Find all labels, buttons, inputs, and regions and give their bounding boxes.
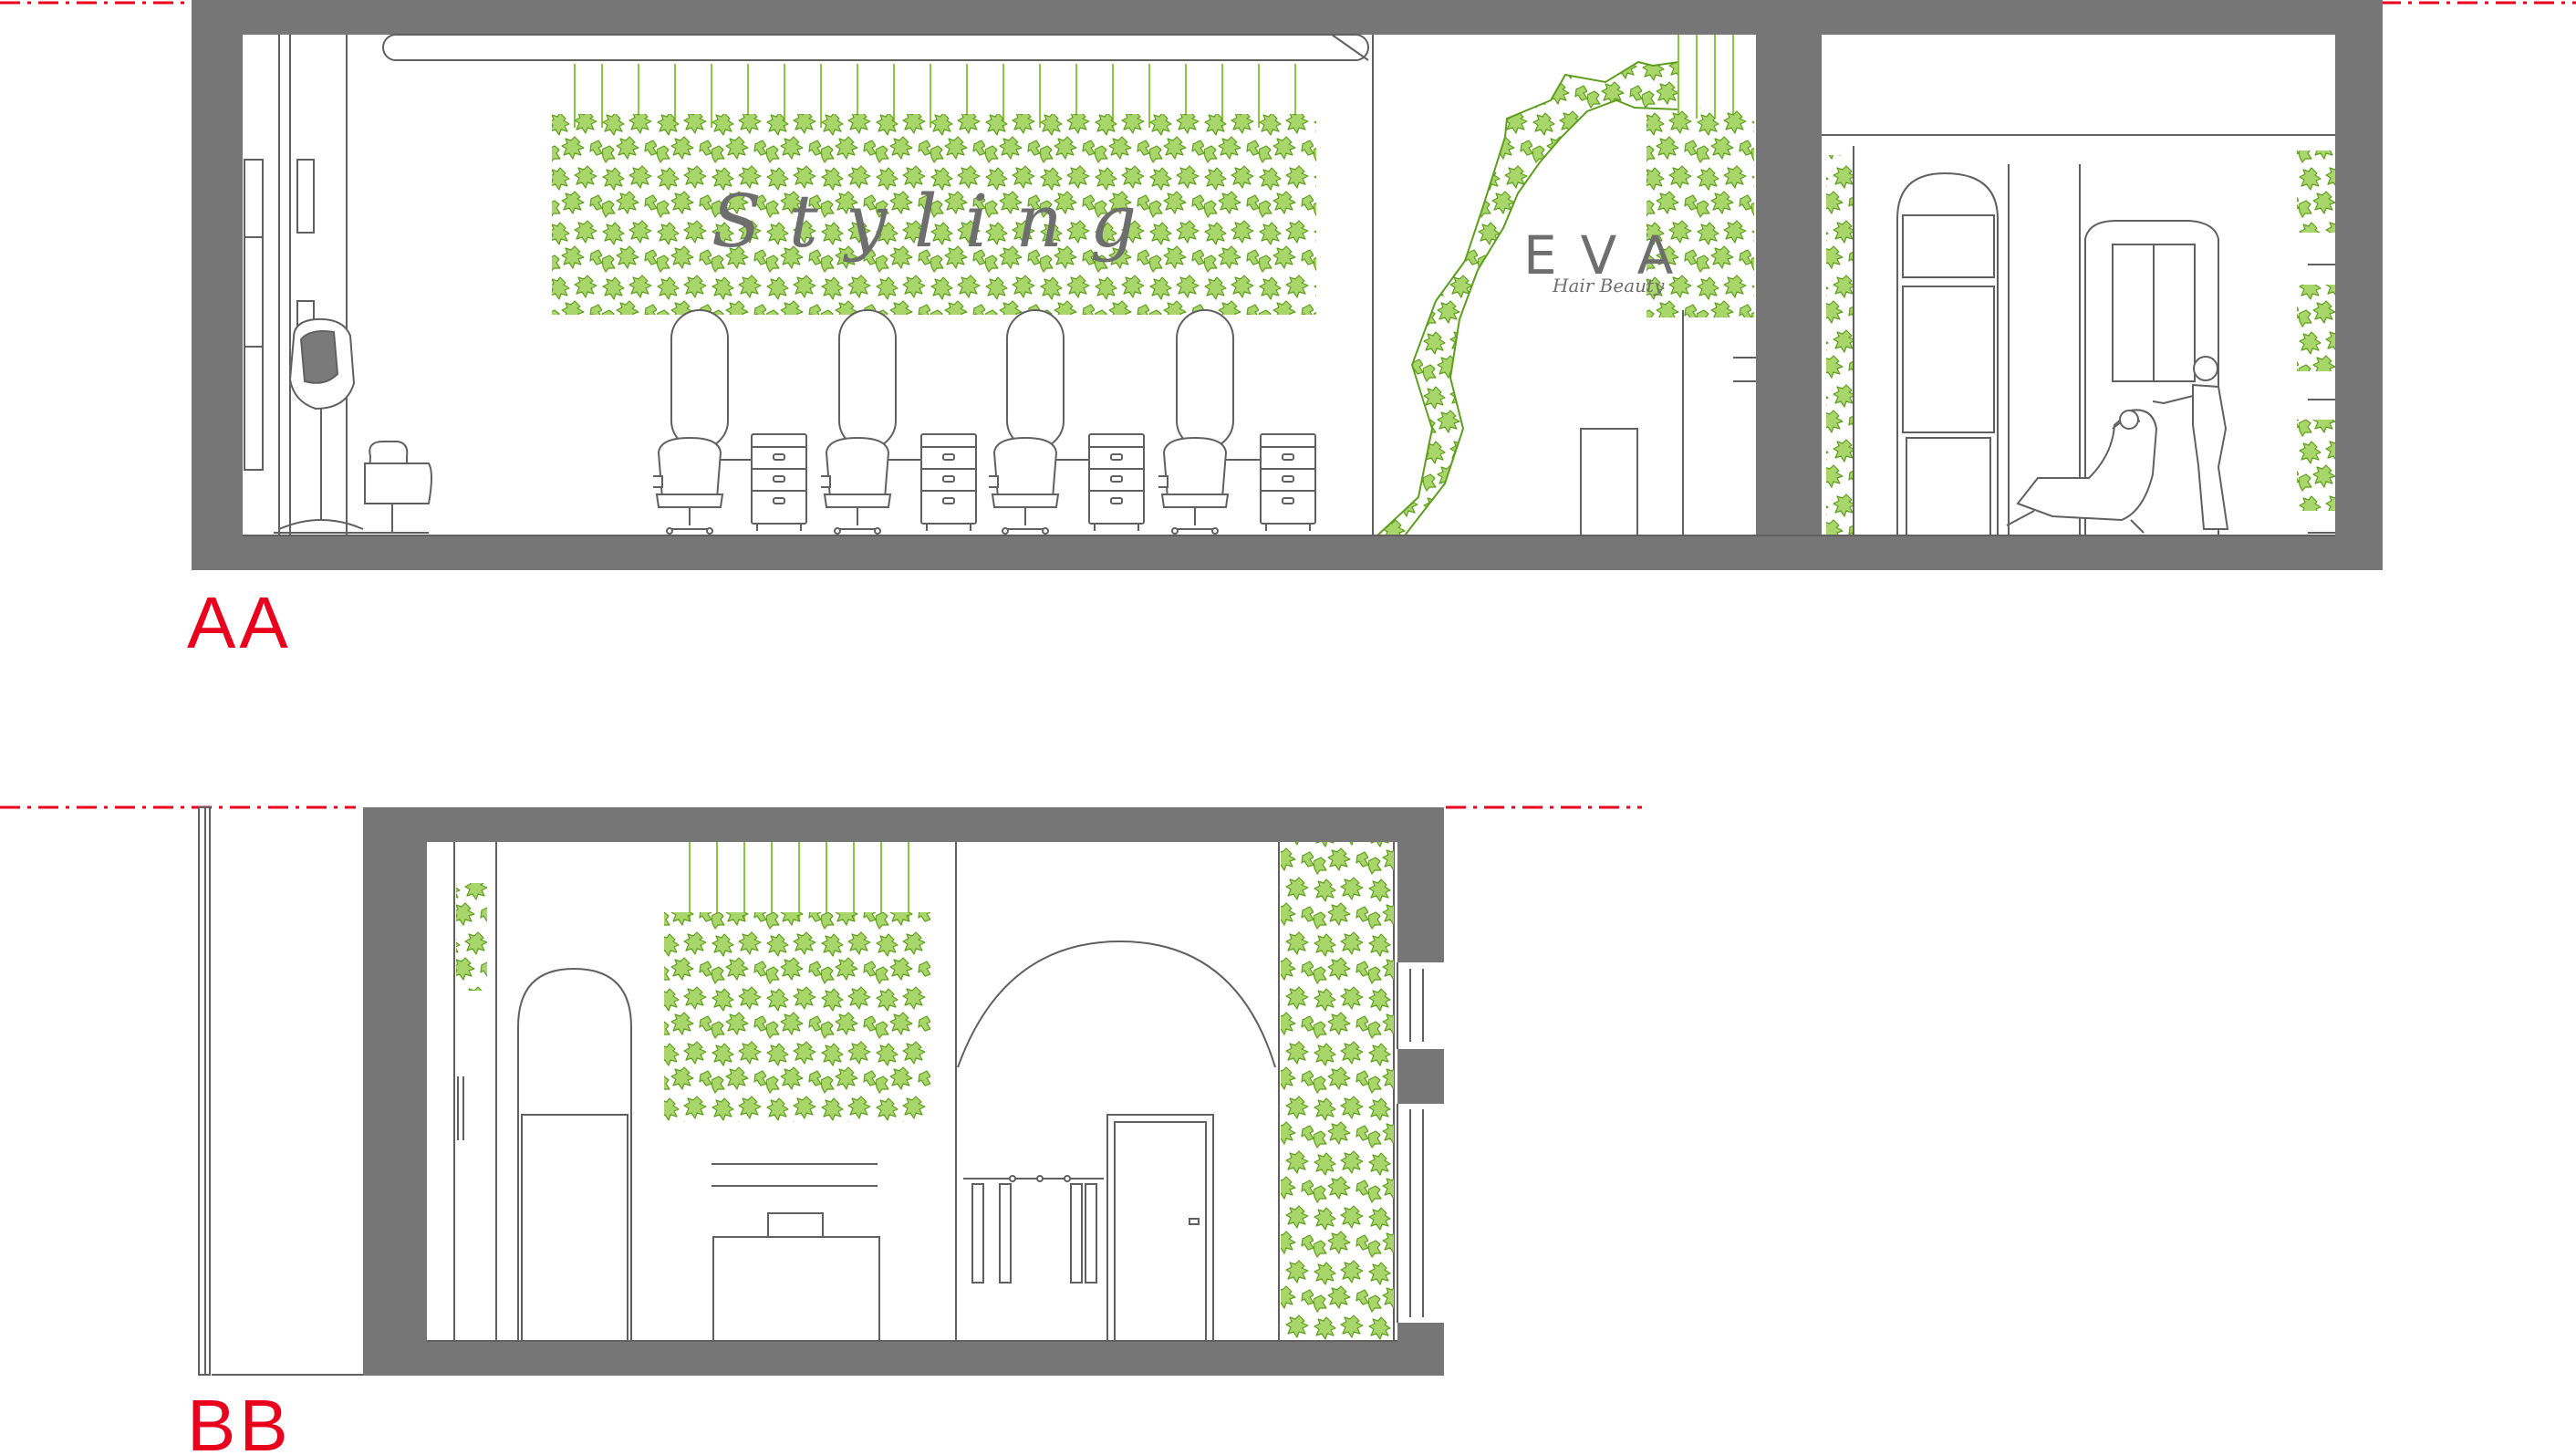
brand-subtitle: Hair Beauty — [1552, 275, 1665, 296]
hanging-plant-bb — [664, 842, 930, 1122]
hanging-plant-right — [1646, 35, 1754, 317]
hair-dryer-icon — [274, 317, 369, 534]
door-icon — [517, 967, 632, 1342]
hairwash-chair-icon — [2006, 409, 2158, 534]
salon-chair-icon — [364, 441, 432, 534]
bb-walls — [363, 807, 1444, 1376]
door-icon — [1580, 428, 1638, 536]
section-aa: Styling — [192, 0, 2383, 570]
mirror-icon — [670, 309, 1234, 450]
section-label-aa: AA — [187, 582, 292, 663]
aa-left-wall-details — [244, 35, 348, 535]
aa-right-room — [1826, 146, 2335, 536]
clothes-rack-icon — [963, 1175, 1104, 1284]
aa-ceiling-duct — [382, 34, 1369, 61]
hanging-plant-wall-icon — [552, 64, 1316, 315]
aa-walls — [192, 0, 2383, 570]
reception-counter — [712, 1163, 880, 1342]
person-icon — [2152, 356, 2229, 530]
door-right — [1106, 1114, 1214, 1342]
green-wall-bb — [1281, 842, 1394, 1341]
section-label-bb: BB — [187, 1385, 292, 1455]
styling-sign: Styling — [712, 179, 1164, 264]
brand-sign: EVA — [1523, 224, 1697, 286]
section-bb — [198, 806, 1444, 1376]
